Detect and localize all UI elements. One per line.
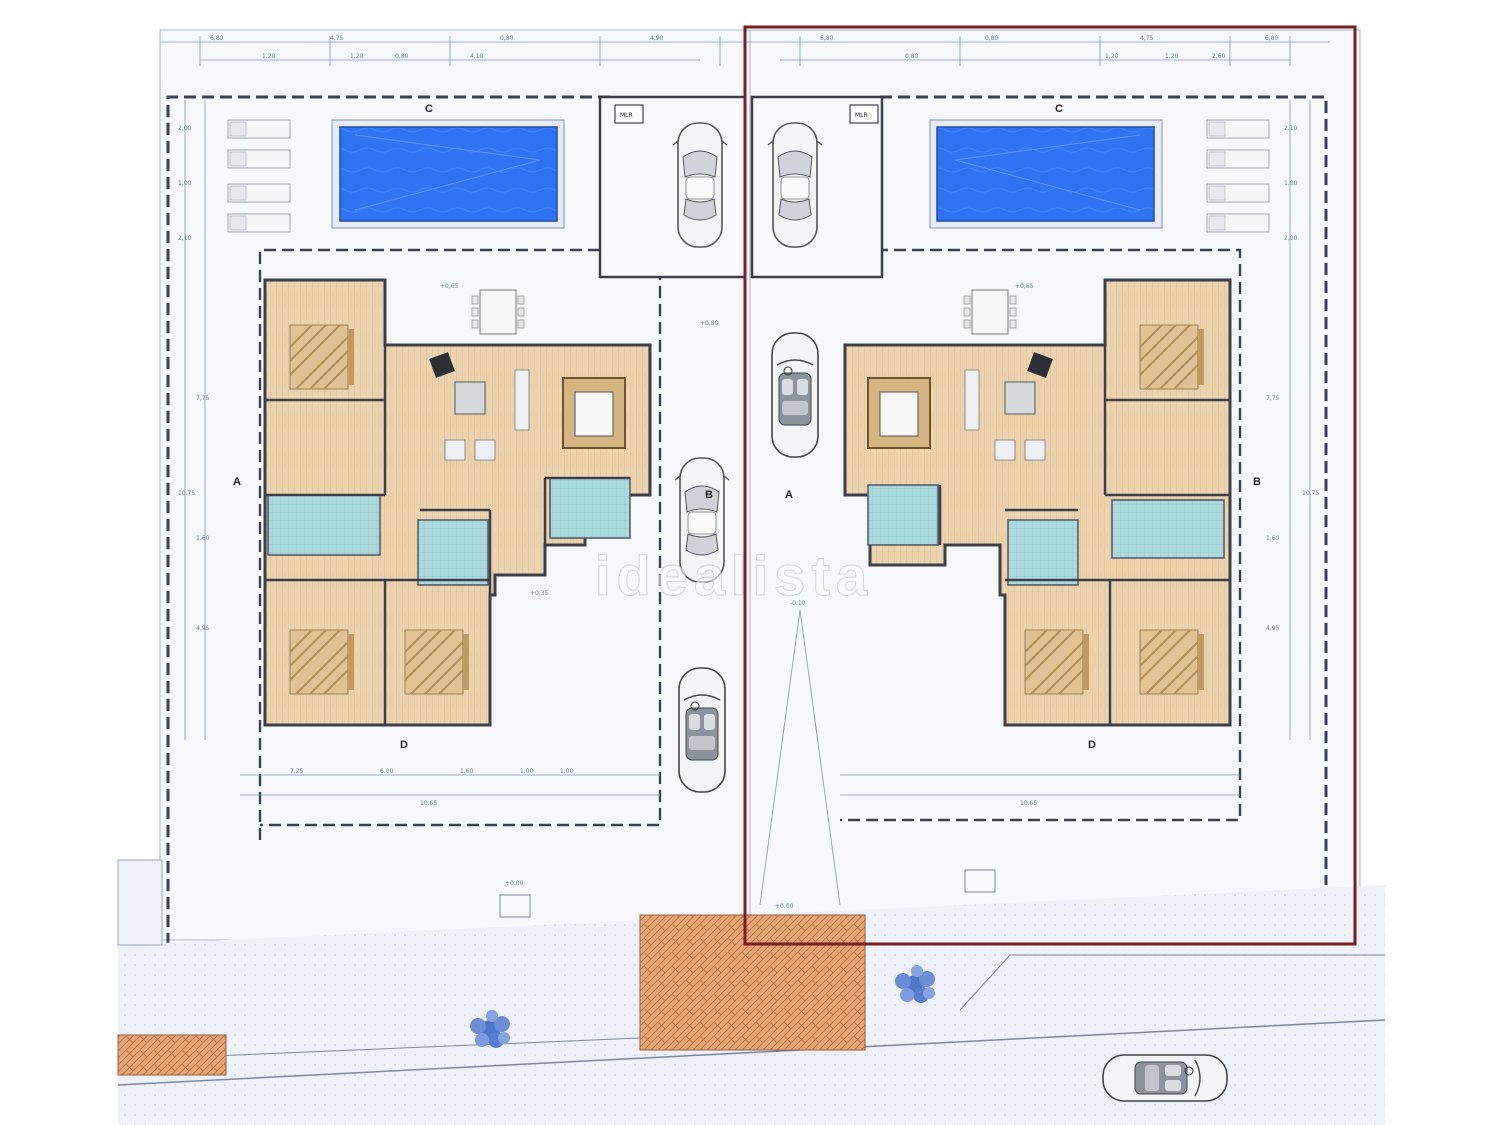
level-label: +0,65 <box>440 283 459 290</box>
dim-label: 0,80 <box>500 35 514 42</box>
dim-label: 2,60 <box>1212 53 1226 60</box>
dim-label: 6,00 <box>380 768 394 775</box>
dimension-labels: 6,80 4,75 0,80 4,90 6,80 0,80 4,75 6,80 … <box>178 35 1319 910</box>
dim-label: 1,00 <box>1284 180 1298 187</box>
level-label: +0,65 <box>1015 283 1034 290</box>
bed-icon <box>1023 628 1091 696</box>
sun-lounger-icon <box>1206 213 1270 233</box>
dim-label: 1,60 <box>460 768 474 775</box>
car-icon <box>767 122 823 248</box>
kitchen <box>549 477 631 539</box>
top-dimensions <box>160 36 1330 796</box>
garage-label: MLR <box>855 112 868 119</box>
section-mark-b: B <box>1253 476 1261 488</box>
sun-lounger-icon <box>1206 183 1270 203</box>
dim-label: 1,60 <box>196 535 210 542</box>
dim-label: 4,75 <box>330 35 344 42</box>
street-curb <box>117 1019 1386 1086</box>
dim-label: 7,25 <box>290 768 304 775</box>
sun-lounger-icon <box>227 183 291 203</box>
dim-label: 10,75 <box>1302 490 1319 497</box>
dim-label: 2,10 <box>1284 125 1298 132</box>
dim-label: 1,20 <box>262 53 276 60</box>
dim-label: 4,95 <box>1266 625 1280 632</box>
sun-lounger-icon <box>1206 119 1270 139</box>
section-mark-c: C <box>425 103 433 115</box>
dim-label: 1,00 <box>560 768 574 775</box>
dim-label: 7,75 <box>196 395 210 402</box>
sun-lounger-icon <box>1206 149 1270 169</box>
selected-plot-outline <box>743 25 1357 946</box>
dim-label: 10,65 <box>420 800 437 807</box>
dim-label: 1,60 <box>1266 535 1280 542</box>
dim-label: 1,20 <box>1105 53 1119 60</box>
watermark: idealista <box>595 544 873 607</box>
sun-lounger-icon <box>227 213 291 233</box>
dim-label: 4,90 <box>650 35 664 42</box>
bed-icon <box>288 628 356 696</box>
dim-label: 0,80 <box>905 53 919 60</box>
dim-label: 4,10 <box>470 53 484 60</box>
dim-label: 2,00 <box>178 125 192 132</box>
level-label: +0,35 <box>530 590 549 597</box>
section-mark-d: D <box>400 739 408 751</box>
bed-icon <box>403 628 471 696</box>
dim-label: 2,00 <box>1284 235 1298 242</box>
dim-label: 6,80 <box>210 35 224 42</box>
dim-label: 1,20 <box>1165 53 1179 60</box>
dim-label: 1,20 <box>350 53 364 60</box>
sun-lounger-icon <box>227 119 291 139</box>
dim-label: 6,80 <box>1265 35 1279 42</box>
dining-table-icon <box>471 289 525 335</box>
right-house-floor <box>843 278 1232 727</box>
bed-icon <box>288 323 356 391</box>
dim-label: 0,80 <box>395 53 409 60</box>
dim-label: 1,00 <box>178 180 192 187</box>
dining-table-icon <box>963 289 1017 335</box>
paving-strip <box>117 1034 227 1076</box>
level-label: +0,00 <box>505 880 524 887</box>
section-mark-c: C <box>1055 103 1063 115</box>
garage-label: MLR <box>620 112 633 119</box>
convertible-car-icon <box>771 332 819 458</box>
kitchen <box>867 484 939 546</box>
sun-lounger-icon <box>227 149 291 169</box>
dim-label: 2,10 <box>178 235 192 242</box>
convertible-car-icon <box>1102 1054 1228 1102</box>
dim-label: 6,80 <box>820 35 834 42</box>
dim-label: 10,75 <box>178 490 195 497</box>
bed-icon <box>1138 323 1206 391</box>
level-label: +0,00 <box>775 903 794 910</box>
bathroom <box>1111 499 1225 559</box>
section-mark-b: B <box>705 489 713 501</box>
car-icon <box>672 122 728 248</box>
dim-label: 7,75 <box>1266 395 1280 402</box>
section-mark-a: A <box>785 489 793 501</box>
dim-label: 0,80 <box>985 35 999 42</box>
dim-label: 10,65 <box>1020 800 1037 807</box>
convertible-car-icon <box>678 667 726 793</box>
section-mark-d: D <box>1088 739 1096 751</box>
section-mark-a: A <box>233 476 241 488</box>
bathroom <box>1007 519 1079 586</box>
bed-icon <box>1138 628 1206 696</box>
dim-label: 4,95 <box>196 625 210 632</box>
bathroom <box>417 519 489 586</box>
driveway-paving <box>639 914 866 1051</box>
dim-label: 1,00 <box>520 768 534 775</box>
level-label: -0,10 <box>790 600 806 607</box>
right-property-line <box>880 95 1328 885</box>
level-label: +0,80 <box>700 320 719 327</box>
dim-label: 4,75 <box>1140 35 1154 42</box>
left-garage <box>598 95 747 279</box>
bathroom <box>267 494 381 556</box>
